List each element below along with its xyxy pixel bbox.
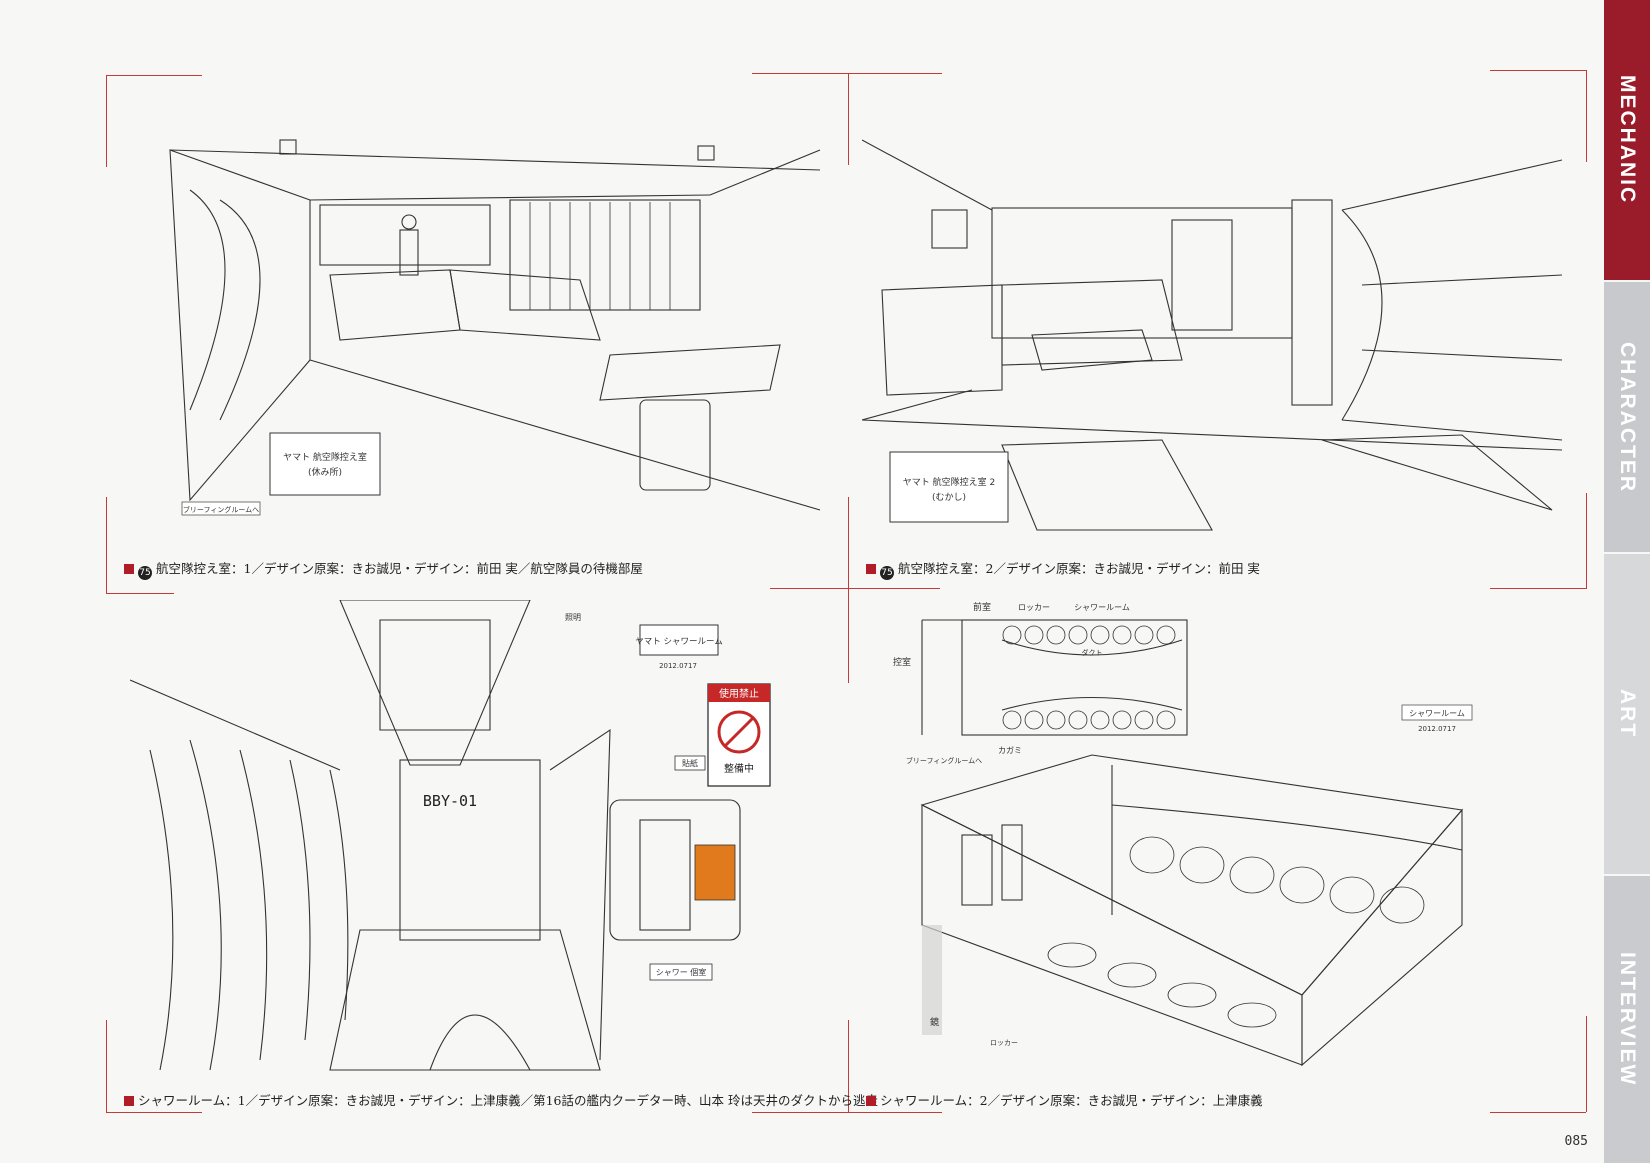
crop-mark — [106, 497, 107, 593]
tab-interview[interactable]: INTERVIEW — [1604, 876, 1650, 1163]
plan-label-front-room: 前室 — [973, 601, 991, 613]
arrow-label-briefing: ブリーフィングルームへ — [183, 505, 259, 514]
crop-mark — [848, 497, 849, 683]
crop-mark — [848, 73, 849, 165]
sketch-waiting-room-1: ヤマト 航空隊控え室 (休み所) ブリーフィングルームへ — [169, 139, 821, 516]
tab-character-label: CHARACTER — [1616, 341, 1639, 493]
caption-shower-room-1: シャワールーム：1／デザイン原案：きお誠児・デザイン：上津康義／第16話の艦内ク… — [124, 1090, 878, 1109]
caption-waiting-room-1: 75 航空隊控え室：1／デザイン原案：きお誠児・デザイン：前田 実／航空隊員の待機… — [124, 558, 643, 580]
caption-bullet — [124, 564, 134, 574]
label-poster: 貼紙 — [682, 758, 698, 768]
note-date: 2012.0717 — [659, 662, 697, 670]
section-sidebar: MECHANIC CHARACTER ART INTERVIEW — [1604, 0, 1650, 1163]
note-waiting-room-1: ヤマト 航空隊控え室 — [283, 451, 367, 463]
crop-mark — [752, 1112, 942, 1113]
caption-shower-room-2: シャワールーム：2／デザイン原案：きお誠児・デザイン：上津康義 — [866, 1090, 1263, 1109]
plan-label-anteroom: 控室 — [893, 656, 911, 668]
plan-label-duct: ダクト — [1082, 648, 1103, 657]
crop-mark — [1490, 588, 1586, 589]
tab-art[interactable]: ART — [1604, 554, 1650, 874]
note-waiting-room-2: ヤマト 航空隊控え室 2 — [903, 476, 995, 488]
tab-art-label: ART — [1616, 689, 1639, 739]
label-light: 照明 — [565, 613, 581, 622]
crop-mark — [106, 1112, 202, 1113]
caption-number-badge: 75 — [880, 566, 894, 580]
plan-label-mirror: カガミ — [998, 745, 1022, 755]
note-shower-room-1: ヤマト シャワールーム — [635, 637, 722, 647]
sketch-shower-room-2: 前室 ロッカー シャワールーム ダクト 控室 カガミ ブリーフィングルームへ シ… — [893, 601, 1473, 1067]
hull-code: BBY-01 — [423, 792, 477, 810]
orange-highlight — [694, 844, 736, 901]
panel-waiting-room-2: ヤマト 航空隊控え室 2 (むかし) — [862, 90, 1572, 550]
caption-text: 航空隊控え室：1／デザイン原案：きお誠児・デザイン：前田 実／航空隊員の待機部屋 — [156, 561, 643, 576]
sketch-waiting-room-2: ヤマト 航空隊控え室 2 (むかし) — [862, 139, 1563, 531]
tab-mechanic-label: MECHANIC — [1616, 75, 1639, 205]
label-mirror: 鏡 — [930, 1016, 939, 1028]
no-entry-icon — [717, 710, 761, 754]
caption-bullet — [866, 1096, 876, 1106]
panel-shower-room-1: BBY-01 ヤマト シャワールーム 2012.0717 照明 使用禁止 整備中… — [130, 600, 830, 1080]
crop-mark — [1586, 493, 1587, 589]
caption-bullet — [866, 564, 876, 574]
label-shower-booth: シャワー 個室 — [656, 967, 707, 977]
crop-mark — [1586, 1016, 1587, 1112]
crop-mark — [1490, 70, 1586, 71]
crop-mark — [770, 588, 940, 589]
room-tag: シャワールーム — [1409, 709, 1465, 718]
plan-label-briefing: ブリーフィングルームへ — [906, 756, 982, 765]
tab-interview-label: INTERVIEW — [1616, 952, 1639, 1087]
caption-number-badge: 75 — [138, 566, 152, 580]
caption-waiting-room-2: 75 航空隊控え室：2／デザイン原案：きお誠児・デザイン：前田 実 — [866, 558, 1260, 580]
crop-mark — [752, 73, 942, 74]
panel-waiting-room-1: ヤマト 航空隊控え室 (休み所) ブリーフィングルームへ — [130, 90, 830, 550]
tab-mechanic[interactable]: MECHANIC — [1604, 0, 1650, 280]
caption-text: シャワールーム：1／デザイン原案：きお誠児・デザイン：上津康義／第16話の艦内ク… — [138, 1093, 878, 1108]
crop-mark — [106, 1020, 107, 1112]
note-sub-waiting-room-1: (休み所) — [308, 466, 342, 478]
page-number: 085 — [1564, 1134, 1588, 1149]
tab-character[interactable]: CHARACTER — [1604, 282, 1650, 552]
caption-text: シャワールーム：2／デザイン原案：きお誠児・デザイン：上津康義 — [880, 1093, 1263, 1108]
crop-mark — [1586, 70, 1587, 162]
sign-subtitle: 整備中 — [724, 762, 754, 775]
crop-mark — [848, 1020, 849, 1112]
crop-mark — [106, 593, 174, 594]
crop-mark — [1490, 1112, 1586, 1113]
note-sub-waiting-room-2: (むかし) — [932, 492, 966, 503]
isometric-cutaway — [920, 754, 1464, 1067]
sketch-shower-room-1: BBY-01 ヤマト シャワールーム 2012.0717 照明 使用禁止 整備中… — [130, 600, 771, 1071]
crop-mark — [106, 75, 202, 76]
label-locker-bottom: ロッカー — [990, 1039, 1018, 1047]
caption-bullet — [124, 1096, 134, 1106]
plan-label-locker: ロッカー — [1018, 603, 1050, 612]
sign-title: 使用禁止 — [719, 687, 759, 700]
panel-shower-room-2: 前室 ロッカー シャワールーム ダクト 控室 カガミ ブリーフィングルームへ シ… — [862, 595, 1562, 1080]
room-date: 2012.0717 — [1418, 725, 1456, 733]
plan-label-shower-room: シャワールーム — [1074, 603, 1130, 612]
floor-plan — [921, 619, 1188, 736]
crop-mark — [106, 75, 107, 167]
caption-text: 航空隊控え室：2／デザイン原案：きお誠児・デザイン：前田 実 — [898, 561, 1260, 576]
